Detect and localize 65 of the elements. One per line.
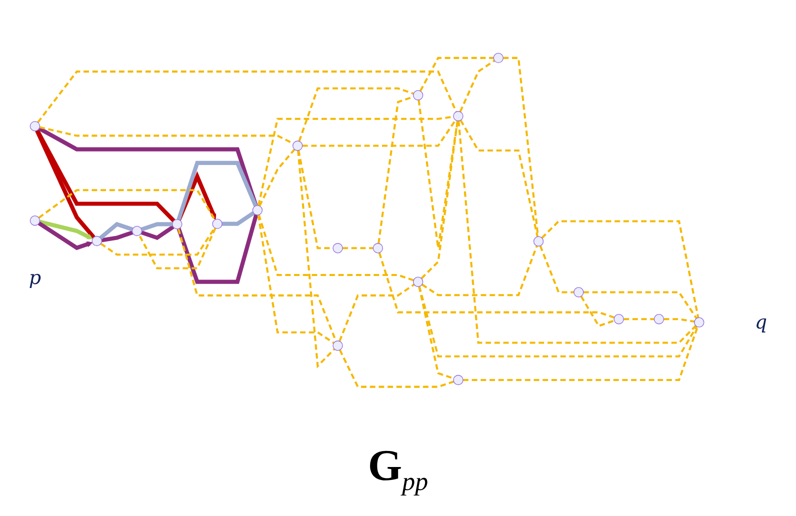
connector xyxy=(580,296,615,328)
node-circle xyxy=(453,111,464,122)
connector xyxy=(624,318,654,320)
node-circle xyxy=(30,121,40,132)
node-circle xyxy=(92,236,102,246)
node-circle xyxy=(412,276,424,287)
connector xyxy=(140,225,174,240)
connector xyxy=(176,214,258,284)
node-circle xyxy=(332,340,343,351)
connector xyxy=(421,245,538,296)
connector xyxy=(297,150,336,368)
node-circle xyxy=(654,314,664,324)
connector xyxy=(419,56,494,92)
connector xyxy=(458,120,697,344)
connector xyxy=(38,189,216,220)
connector xyxy=(37,70,458,124)
connector xyxy=(459,60,495,112)
node-circle xyxy=(412,90,424,100)
connector xyxy=(257,214,334,344)
arrow xyxy=(39,220,93,240)
connector xyxy=(418,100,459,250)
connector xyxy=(418,286,454,380)
node-circle xyxy=(212,218,222,229)
node-circle xyxy=(453,374,464,386)
connector xyxy=(420,120,459,280)
connector xyxy=(418,286,698,358)
node-circle xyxy=(533,236,544,246)
node-circle xyxy=(614,314,624,324)
connector xyxy=(463,326,699,382)
node-label: q xyxy=(754,310,768,334)
node-label: p xyxy=(28,266,42,289)
connector xyxy=(101,230,134,242)
connector xyxy=(35,130,96,239)
connector xyxy=(503,56,540,237)
node-circle xyxy=(493,52,504,64)
connector xyxy=(541,220,700,318)
connector xyxy=(342,247,374,250)
node-circle xyxy=(372,243,384,254)
connector xyxy=(302,120,456,147)
arrow xyxy=(38,221,93,250)
connector xyxy=(664,318,695,323)
node-circle xyxy=(30,216,40,226)
node-circle xyxy=(574,287,584,298)
connector xyxy=(338,349,454,388)
connector xyxy=(258,214,414,282)
node-circle xyxy=(132,226,142,236)
node-circle xyxy=(292,140,303,151)
node-circle xyxy=(172,219,182,230)
connector xyxy=(338,284,415,342)
connector xyxy=(140,222,172,232)
connector xyxy=(378,252,615,319)
connector xyxy=(176,160,258,220)
connector xyxy=(38,126,258,206)
connector xyxy=(222,211,255,226)
connector xyxy=(258,148,296,206)
connector xyxy=(100,227,216,256)
node-circle xyxy=(694,317,704,328)
graph-caption: G$_{pp}$ xyxy=(368,440,428,497)
node-circle xyxy=(332,243,343,254)
connector xyxy=(460,120,538,237)
connector xyxy=(583,291,698,319)
connector xyxy=(539,245,574,294)
connector xyxy=(138,228,216,270)
connector xyxy=(298,87,414,142)
node-circle xyxy=(252,205,263,216)
